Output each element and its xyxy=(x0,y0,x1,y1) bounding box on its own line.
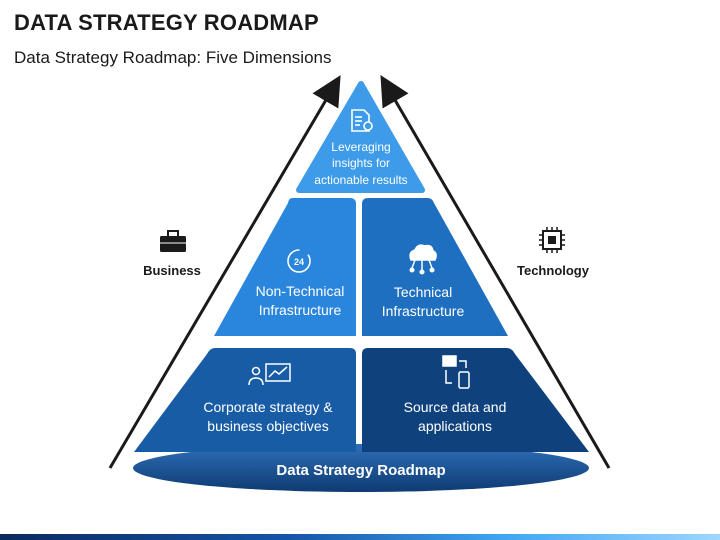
cloud-network-icon xyxy=(409,244,437,275)
right-arrow xyxy=(380,75,611,469)
bottom-left-label-line-1: Corporate strategy & xyxy=(203,399,333,415)
briefcase-icon xyxy=(160,230,186,252)
tier-top xyxy=(296,81,425,193)
tier-middle-right xyxy=(362,198,508,336)
technology-label: Technology xyxy=(517,263,589,278)
middle-right-label-line-2: Infrastructure xyxy=(382,303,465,319)
presentation-growth-icon xyxy=(248,363,291,386)
top-label-line-3: actionable results xyxy=(314,173,407,187)
top-label-line-1: Leveraging xyxy=(331,140,390,154)
tier-bottom-right xyxy=(362,348,589,452)
bottom-right-label-line-1: Source data and xyxy=(404,399,507,415)
left-arrow xyxy=(108,75,341,469)
middle-right-label-line-1: Technical xyxy=(394,284,452,300)
page-subtitle: Data Strategy Roadmap: Five Dimensions xyxy=(14,48,332,67)
bottom-left-label-line-2: business objectives xyxy=(207,418,328,434)
base-label: Data Strategy Roadmap xyxy=(276,462,445,479)
certificate-document-icon xyxy=(351,109,373,132)
tier-middle-left xyxy=(214,198,356,336)
bottom-right-label-line-2: applications xyxy=(418,418,492,434)
page-title: DATA STRATEGY ROADMAP xyxy=(14,10,319,35)
footer-accent-bar xyxy=(0,534,720,540)
business-label: Business xyxy=(143,263,201,278)
pyramid-base xyxy=(133,444,589,492)
top-label-line-2: insights for xyxy=(332,156,390,170)
tier-bottom-left xyxy=(134,348,356,452)
svg-text:24: 24 xyxy=(294,257,304,267)
device-sync-icon xyxy=(442,355,470,389)
chip-icon xyxy=(539,227,565,253)
24-hour-icon: 24 xyxy=(287,249,311,273)
middle-left-label-line-2: Infrastructure xyxy=(259,302,342,318)
middle-left-label-line-1: Non-Technical xyxy=(256,283,345,299)
